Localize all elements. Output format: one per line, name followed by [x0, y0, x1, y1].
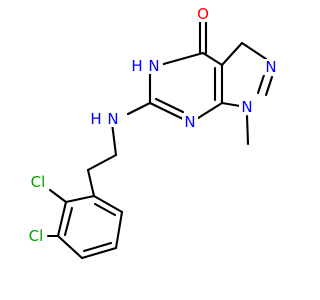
- bond-n7-c7a: [193, 101, 224, 122]
- bond-ar1-ar2: [64, 194, 96, 204]
- atom-n-pyrimidine: N: [184, 113, 195, 131]
- atom-label-layer: O H N H N N N N Cl Cl: [25, 5, 279, 245]
- bond-c3a-c3: [220, 41, 244, 67]
- bond-ar3-ar4: [56, 234, 84, 260]
- bond-n2-n1-double-b: [264, 75, 274, 97]
- molecule-structure-diagram: O H N H N N N N Cl Cl: [25, 5, 279, 260]
- bond-ch2-ch2: [86, 153, 118, 172]
- bond-ar6-ar1-double-b: [93, 202, 117, 217]
- atom-o-carbonyl: O: [197, 5, 209, 23]
- atom-label-bg: [131, 58, 163, 74]
- atom-label-bg: [27, 174, 49, 190]
- atom-cl-upper: Cl: [31, 173, 46, 191]
- atom-n-lactam: N: [148, 57, 159, 75]
- bond-c6-n7-double-a: [148, 101, 187, 122]
- bond-ar6-ar1-double-a: [92, 194, 124, 214]
- bond-nh-ch2: [110, 121, 118, 157]
- bond-c3a-c4: [201, 51, 224, 67]
- atom-label-bg: [182, 114, 198, 130]
- bond-ar4-ar5-double-b: [82, 241, 113, 253]
- bond-c3-n2: [240, 41, 268, 61]
- bond-c4-n5: [158, 51, 205, 67]
- atom-label-bg: [263, 59, 279, 75]
- atom-label-bg: [194, 6, 211, 22]
- atom-cl-lower: Cl: [29, 227, 44, 245]
- atom-n-amine: N: [107, 110, 118, 128]
- atom-label-bg: [25, 228, 47, 244]
- atom-label-bg: [90, 111, 122, 127]
- bond-n1-methyl: [245, 114, 250, 146]
- bond-n2-n1-double-a: [256, 73, 266, 95]
- bond-ar5-ar6: [114, 210, 124, 250]
- atom-h-amine: H: [90, 110, 101, 128]
- bond-ch2-aryl: [86, 168, 96, 198]
- atom-label-bg: [239, 99, 255, 115]
- bond-layer: [46, 17, 274, 260]
- bond-ar2-ar3-double-b: [63, 206, 74, 237]
- bond-ar4-ar5-double-a: [80, 246, 118, 260]
- bond-ar2-ar3-double-a: [56, 200, 68, 238]
- bond-c6-n7-double-b: [154, 97, 185, 114]
- atom-n-pyrazole-upper: N: [265, 58, 276, 76]
- bond-ar2-cl: [48, 188, 68, 204]
- atom-h-lactam: H: [131, 57, 142, 75]
- bond-c6-nh: [126, 101, 152, 116]
- atom-n-pyrazole-lower: N: [241, 98, 252, 116]
